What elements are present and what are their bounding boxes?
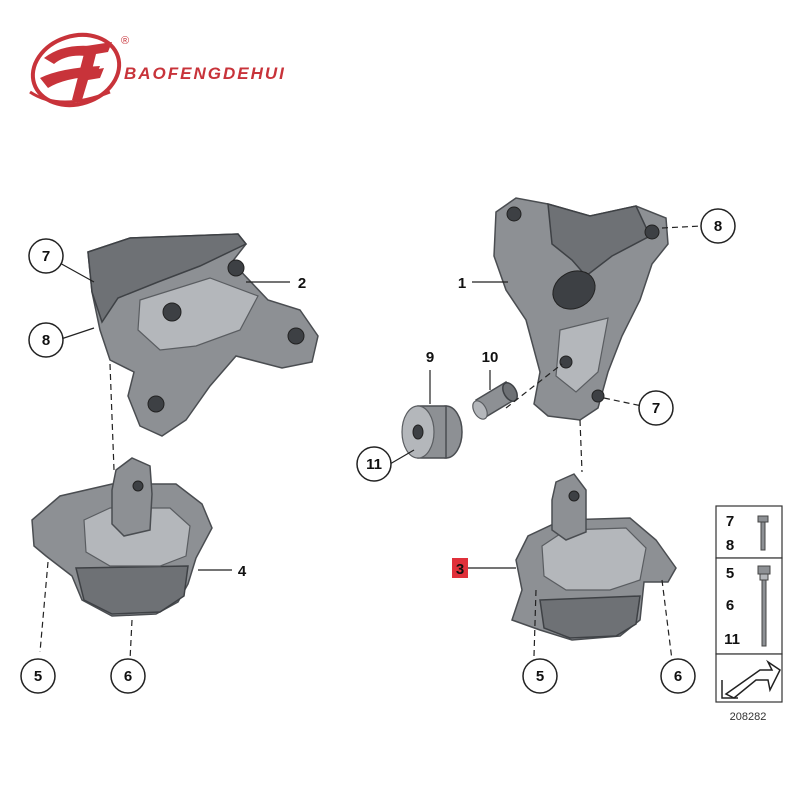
legend-row2-6: 6 bbox=[726, 597, 734, 614]
svg-text:8: 8 bbox=[714, 218, 722, 235]
callout-8-right: 8 bbox=[700, 208, 736, 244]
callout-3-highlighted: 3 bbox=[452, 558, 468, 578]
left-engine-mount-part bbox=[31, 457, 213, 617]
direction-arrow-icon bbox=[721, 659, 781, 699]
callout-4: 4 bbox=[238, 563, 247, 580]
right-engine-mount-part bbox=[511, 473, 677, 641]
legend-row1-8: 8 bbox=[726, 537, 734, 554]
callout-7-right: 7 bbox=[638, 390, 674, 426]
legend-row2-11: 11 bbox=[724, 631, 740, 648]
sleeve-part-10 bbox=[472, 380, 518, 420]
callout-7-left: 7 bbox=[28, 238, 64, 274]
brand-logo bbox=[29, 32, 122, 108]
svg-text:8: 8 bbox=[42, 332, 50, 349]
bolt-legend: 7 8 5 6 11 bbox=[715, 505, 783, 703]
diagram-id: 208282 bbox=[730, 711, 767, 723]
long-bolt-icon bbox=[757, 565, 771, 647]
callout-6-left: 6 bbox=[110, 658, 146, 694]
callout-9: 9 bbox=[426, 349, 434, 366]
callout-11-right: 11 bbox=[356, 446, 392, 482]
svg-text:11: 11 bbox=[366, 456, 382, 473]
callout-1: 1 bbox=[458, 275, 466, 292]
callout-10: 10 bbox=[482, 349, 499, 366]
callout-5-left: 5 bbox=[20, 658, 56, 694]
svg-text:5: 5 bbox=[536, 668, 544, 685]
callout-2: 2 bbox=[298, 275, 306, 292]
left-bracket-part bbox=[87, 233, 319, 437]
svg-text:3: 3 bbox=[456, 561, 464, 578]
leader-lines bbox=[39, 225, 703, 661]
registered-mark: ® bbox=[121, 35, 129, 47]
right-bracket-part bbox=[493, 197, 669, 421]
short-bolt-icon bbox=[757, 515, 769, 551]
legend-row2-5: 5 bbox=[726, 565, 734, 582]
callout-8-left: 8 bbox=[28, 322, 64, 358]
svg-text:5: 5 bbox=[34, 668, 42, 685]
svg-text:7: 7 bbox=[652, 400, 660, 417]
brand-name: BAOFENGDEHUI bbox=[124, 64, 286, 83]
svg-text:6: 6 bbox=[674, 668, 682, 685]
bushing-part-11 bbox=[401, 405, 463, 459]
legend-row1-7: 7 bbox=[726, 513, 734, 530]
callout-5-right: 5 bbox=[522, 658, 558, 694]
svg-text:7: 7 bbox=[42, 248, 50, 265]
callout-6-right: 6 bbox=[660, 658, 696, 694]
svg-text:6: 6 bbox=[124, 668, 132, 685]
